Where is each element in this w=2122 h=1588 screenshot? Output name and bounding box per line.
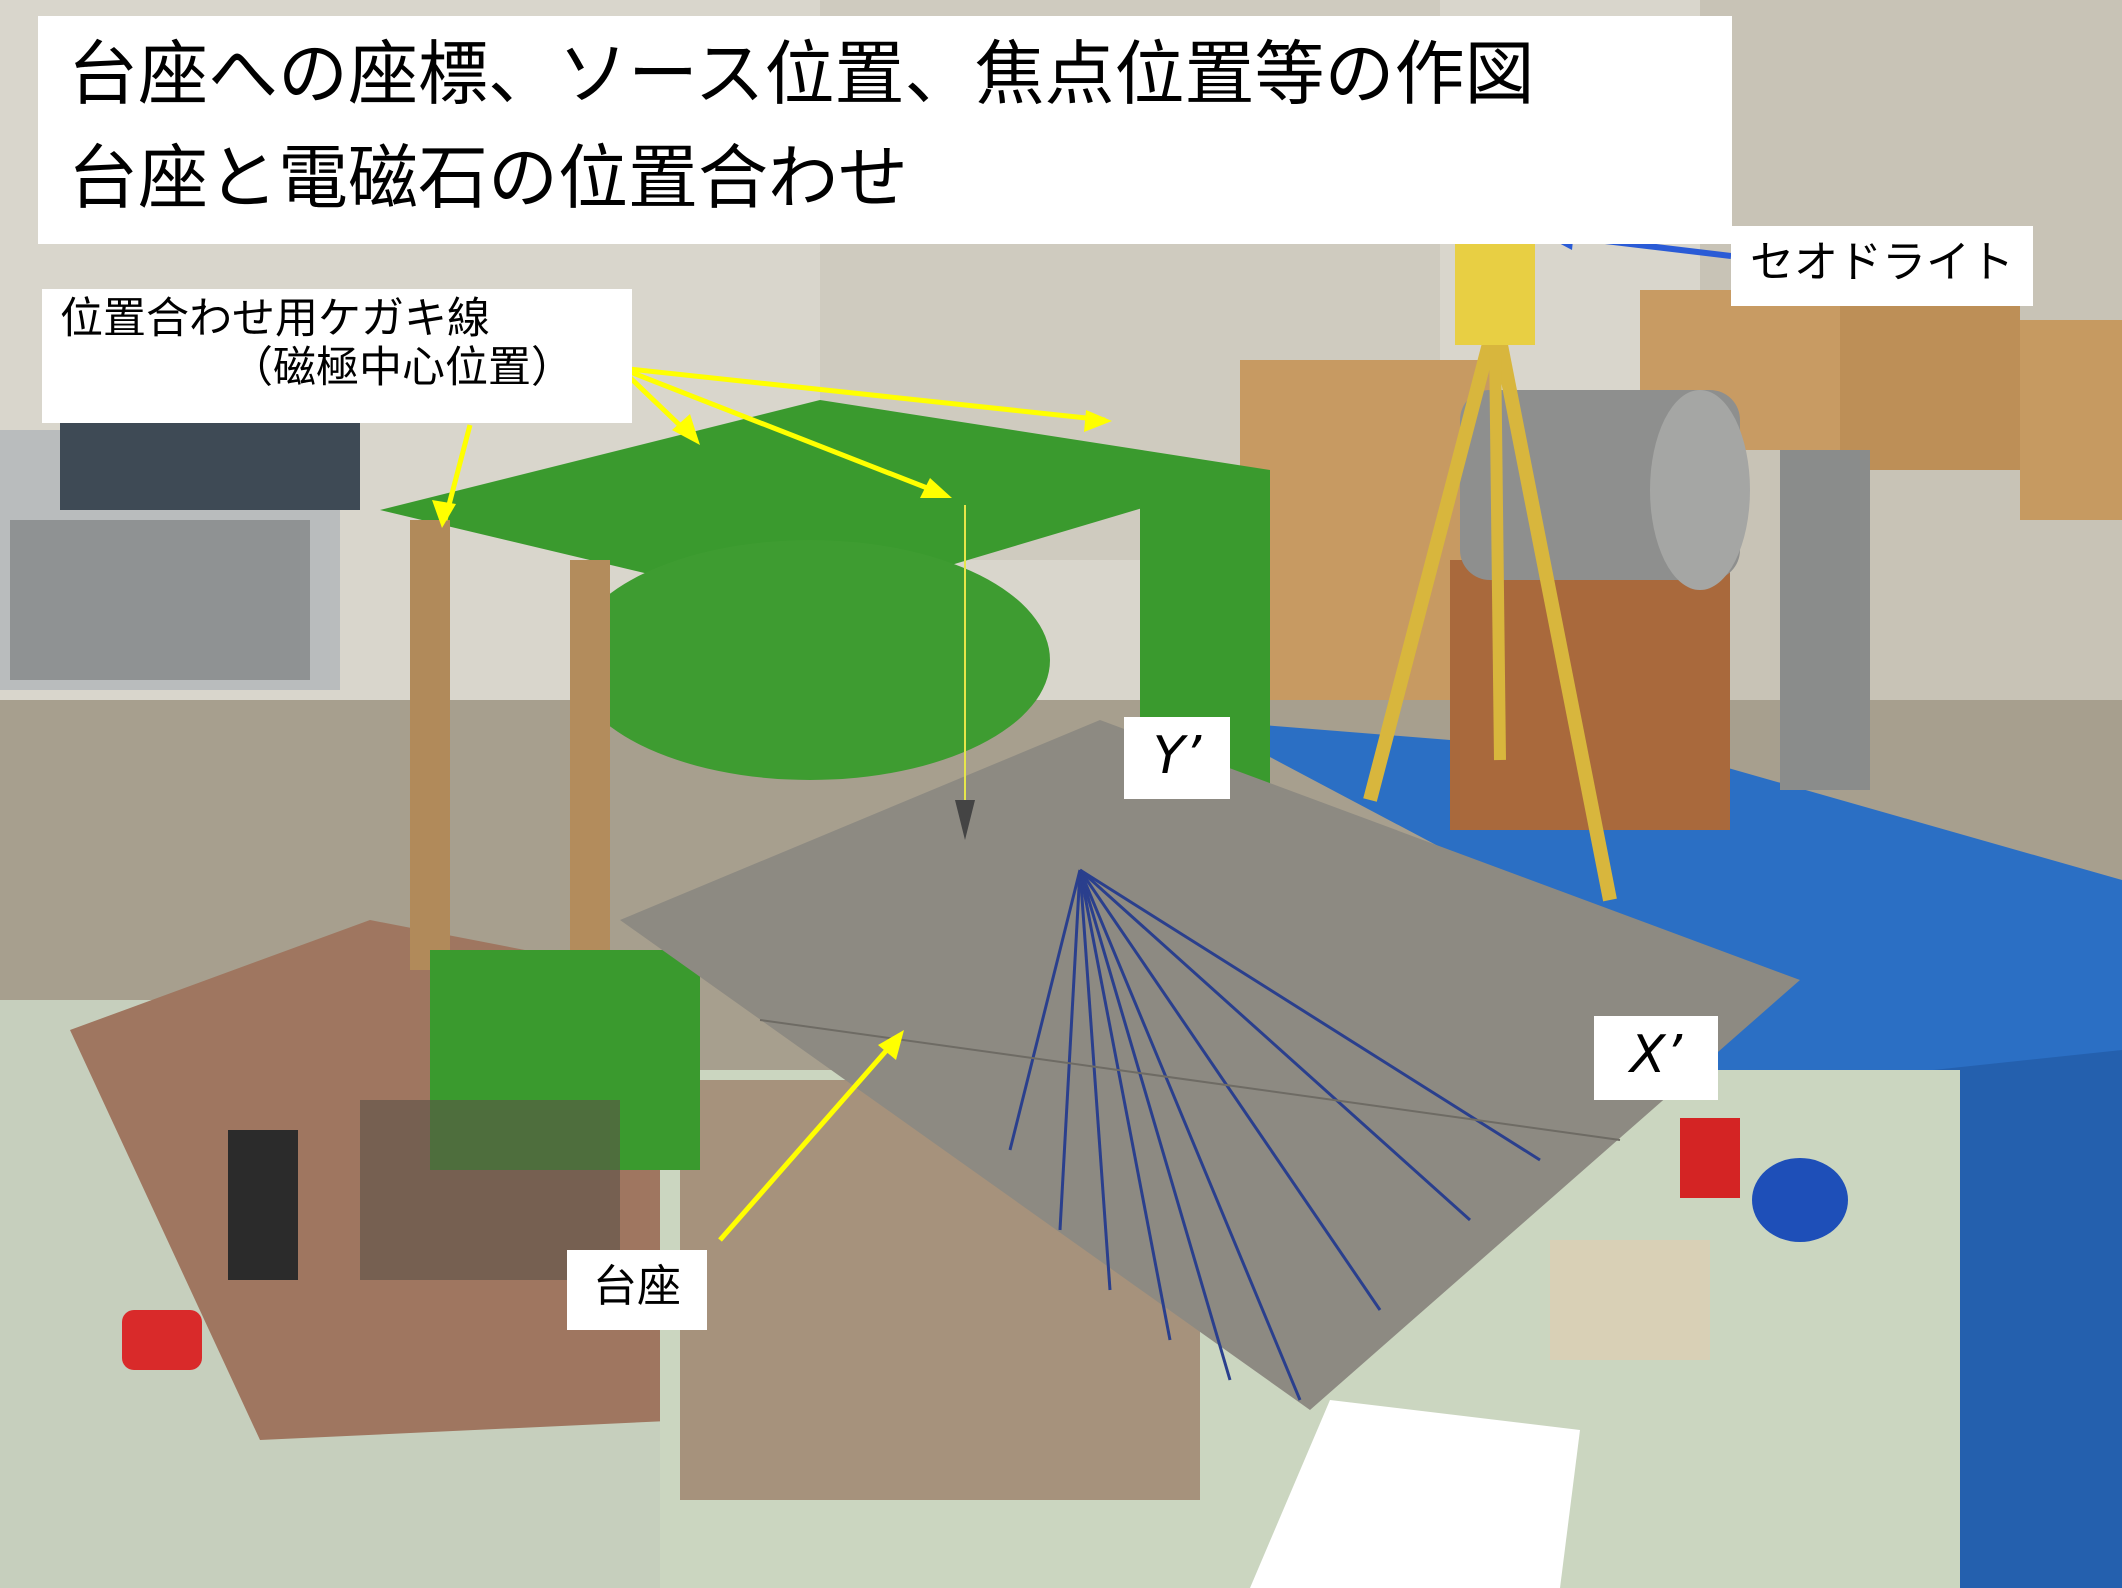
title-line-2: 台座と電磁石の位置合わせ [68,137,908,219]
theodolite-caption: セオドライト [1731,226,2033,306]
base-plate-caption: 台座 [567,1250,707,1330]
magnet-coil [570,540,1050,780]
x-axis-caption: X’ [1594,1016,1718,1100]
vessel-flange [1650,390,1750,590]
cardboard-box [1240,360,1490,700]
blue-tape-roll [1752,1158,1848,1242]
scribe-line-caption: 位置合わせ用ケガキ線 （磁極中心位置） [42,289,632,423]
tripod-leg [1493,338,1617,902]
magnet-leg [410,520,450,970]
scribed-lines [1008,868,1541,1401]
base-plate [620,720,1800,1410]
plate-seam [759,1019,1621,1141]
cardboard-box [2020,320,2122,520]
pipe-assembly [1780,450,1870,790]
scribe-label-line-1: 位置合わせ用ケガキ線 [60,294,490,344]
tape-measure [122,1310,202,1370]
cardboard-box [1840,300,2020,470]
white-sheet [1250,1400,1580,1588]
magnet-top-plate [380,400,1270,610]
meter-device [228,1130,298,1280]
scribe-label-line-2: （磁極中心位置） [230,343,574,394]
tripod-leg [1363,338,1497,802]
ac-grille [10,520,310,680]
tripod-leg [1489,339,1506,761]
parts-tray [1550,1240,1710,1360]
y-axis-caption: Y’ [1124,717,1230,799]
plumb-bob [955,800,975,840]
yellow-arrowheads [432,410,1112,1060]
title-caption: 台座への座標、ソース位置、焦点位置等の作図 台座と電磁石の位置合わせ [38,16,1732,244]
title-line-1: 台座への座標、ソース位置、焦点位置等の作図 [68,33,1535,115]
red-box [1680,1118,1740,1198]
